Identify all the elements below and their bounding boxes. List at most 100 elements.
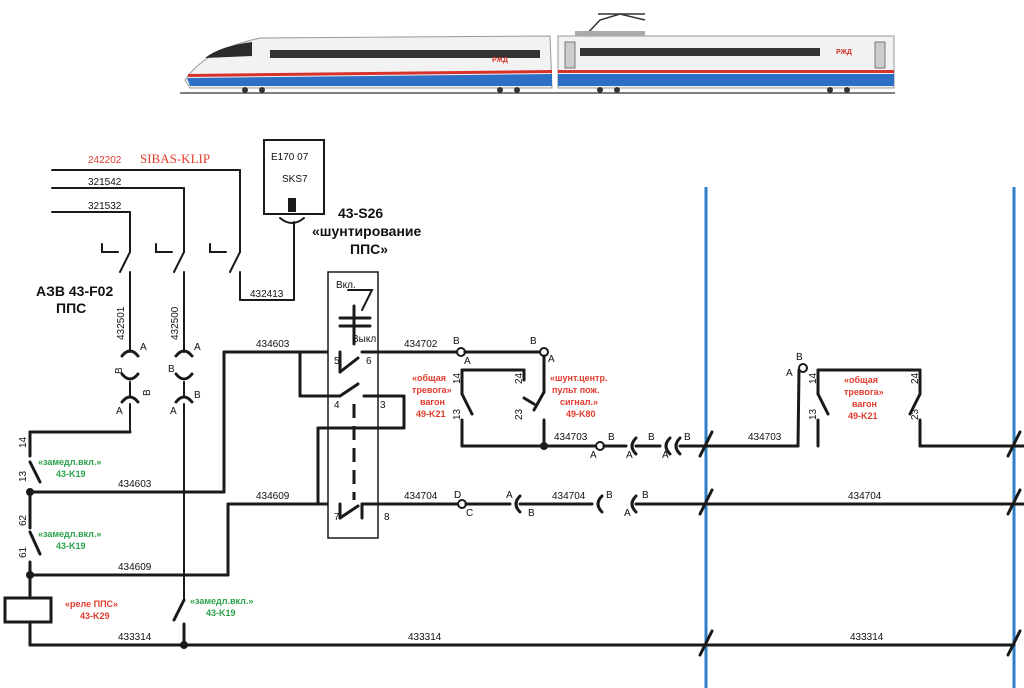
relay-k29-coil bbox=[3, 596, 53, 624]
relay-k19-label: «замедл.вкл.» bbox=[38, 457, 101, 467]
relay-k21-id: 49-K21 bbox=[848, 411, 878, 421]
relay-k29-label: «реле ППС» bbox=[65, 599, 118, 609]
relay-k21-label: вагон bbox=[852, 399, 877, 409]
relay-k19-contact bbox=[172, 598, 186, 622]
switch-pin-4: 4 bbox=[334, 400, 340, 411]
relay-k21-label: «общая bbox=[844, 375, 878, 385]
train-head-stripe-red bbox=[188, 70, 552, 77]
pin-a: A bbox=[170, 406, 177, 417]
train-second-stripe-blue bbox=[558, 74, 894, 86]
pin-61: 61 bbox=[18, 546, 29, 558]
wire-label-433314: 433314 bbox=[408, 632, 442, 643]
pin-13: 13 bbox=[452, 408, 463, 420]
wire-label-434704: 434704 bbox=[848, 491, 882, 502]
train-door bbox=[564, 41, 576, 69]
train-head-windows bbox=[270, 50, 540, 58]
wire-label-434703: 434703 bbox=[554, 432, 588, 443]
wire-label-434609: 434609 bbox=[256, 491, 290, 502]
pin-a: A bbox=[140, 342, 147, 353]
pantograph-base bbox=[575, 31, 645, 36]
pin-b: B bbox=[648, 432, 655, 443]
relay-k19-id: 43-K19 bbox=[56, 469, 86, 479]
source-lines bbox=[51, 169, 241, 245]
wire-label-432500: 432500 bbox=[170, 306, 181, 340]
train-second-windows bbox=[580, 48, 820, 56]
switch-pin-3: 3 bbox=[380, 400, 386, 411]
connectors-left bbox=[120, 315, 194, 601]
pin-b: B bbox=[606, 490, 613, 501]
pin-a: A bbox=[548, 354, 555, 365]
relay-k21-label: тревога» bbox=[412, 385, 452, 395]
train-bogies bbox=[242, 87, 850, 93]
switch-pin-7: 7 bbox=[334, 512, 340, 523]
wire-label-432501: 432501 bbox=[116, 306, 127, 340]
switch-off-label: Выкл bbox=[352, 334, 376, 345]
relay-k29-id: 43-K29 bbox=[80, 611, 110, 621]
pin-a: A bbox=[506, 490, 513, 501]
switch-pin-6: 6 bbox=[366, 356, 372, 367]
relay-k21-contact bbox=[460, 368, 598, 450]
pin-b: B bbox=[528, 508, 535, 519]
relay-k21-contact-car2 bbox=[796, 363, 1024, 458]
pin-14: 14 bbox=[808, 372, 819, 384]
wire-label-242202: 242202 bbox=[88, 155, 122, 166]
pin-a: A bbox=[626, 450, 633, 461]
switch-subtitle: «шунтирование bbox=[312, 223, 422, 239]
wire-label-321532: 321532 bbox=[88, 201, 122, 212]
pin-a: A bbox=[194, 342, 201, 353]
wire-label-434702: 434702 bbox=[404, 339, 438, 350]
terminals-434702 bbox=[456, 347, 549, 448]
relay-k21-label: «общая bbox=[412, 373, 446, 383]
pin-c: C bbox=[466, 508, 473, 519]
relay-k19-label: «замедл.вкл.» bbox=[190, 596, 253, 606]
sibas-klip-label: SIBAS-KLIP bbox=[140, 151, 210, 166]
e170-label: E170 07 bbox=[271, 152, 309, 163]
relay-k21-label: вагон bbox=[420, 397, 445, 407]
pin-b: B bbox=[684, 432, 691, 443]
sks7-label: SKS7 bbox=[282, 174, 308, 185]
relay-k19-id: 43-K19 bbox=[56, 541, 86, 551]
wire-label-434603: 434603 bbox=[256, 339, 290, 350]
train-logo-second: РЖД bbox=[836, 49, 852, 56]
wire-label-434609: 434609 bbox=[118, 562, 152, 573]
left-bus bbox=[26, 430, 132, 647]
wire-label-321542: 321542 bbox=[88, 177, 122, 188]
pin-b: B bbox=[530, 336, 537, 347]
pin-13: 13 bbox=[18, 470, 29, 482]
wire-label-433314: 433314 bbox=[850, 632, 884, 643]
wire-434704 bbox=[457, 488, 1024, 657]
relay-k80-label: пульт пож. bbox=[552, 385, 599, 395]
train-door bbox=[874, 41, 886, 69]
train-head-stripe-blue bbox=[187, 74, 552, 86]
pin-b: B bbox=[142, 389, 153, 396]
pin-a: A bbox=[786, 368, 793, 379]
pin-b: B bbox=[114, 367, 125, 374]
relay-k21-id: 49-K21 bbox=[416, 409, 446, 419]
train-second-stripe-red bbox=[558, 70, 894, 73]
pin-b: B bbox=[642, 490, 649, 501]
pin-13: 13 bbox=[808, 408, 819, 420]
breaker-43-f02 bbox=[101, 243, 295, 317]
relay-k80-label: «шунт.центр. bbox=[550, 373, 607, 383]
relay-k19-label: «замедл.вкл.» bbox=[38, 529, 101, 539]
pin-23: 23 bbox=[910, 408, 921, 420]
pin-b: B bbox=[453, 336, 460, 347]
wire-label-432413: 432413 bbox=[250, 289, 284, 300]
pin-a: A bbox=[464, 356, 471, 367]
switch-subtitle: ППС» bbox=[350, 241, 388, 257]
pin-b: B bbox=[796, 352, 803, 363]
pin-b: B bbox=[168, 364, 175, 375]
breaker-title: АЗВ 43-F02 bbox=[36, 283, 113, 299]
train-illustration: РЖД РЖД bbox=[180, 13, 895, 94]
pin-a: A bbox=[590, 450, 597, 461]
wire-label-434703: 434703 bbox=[748, 432, 782, 443]
wire-label-434704: 434704 bbox=[552, 491, 586, 502]
wire-label-433314: 433314 bbox=[118, 632, 152, 643]
switch-43-s26 bbox=[298, 271, 464, 539]
wire-label-434704: 434704 bbox=[404, 491, 438, 502]
pin-14: 14 bbox=[452, 372, 463, 384]
relay-k80-label: сигнал.» bbox=[560, 397, 598, 407]
switch-pin-5: 5 bbox=[334, 356, 340, 367]
pin-a: A bbox=[662, 450, 669, 461]
